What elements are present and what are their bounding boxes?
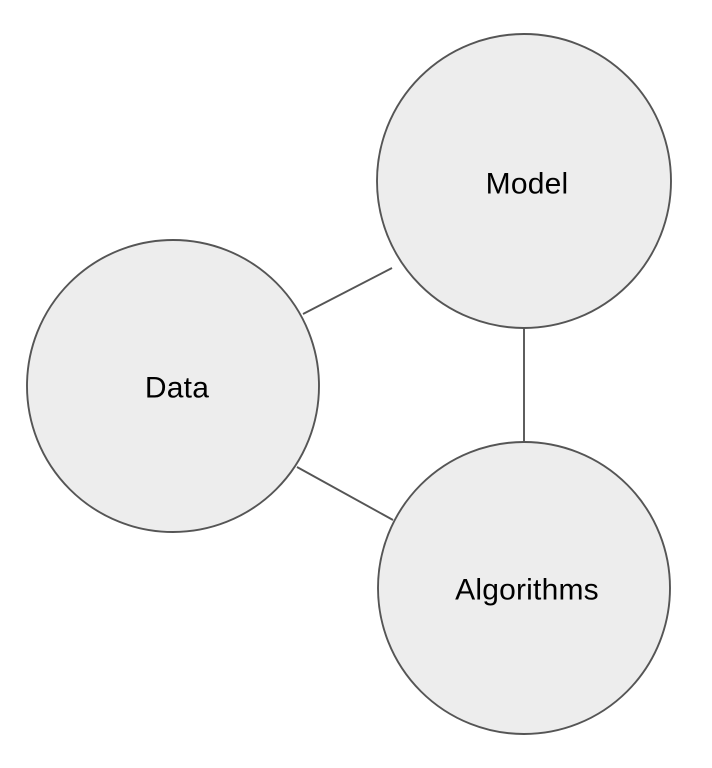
node-data[interactable]: Data (26, 239, 320, 533)
edge-group (296, 267, 525, 521)
node-model[interactable]: Model (376, 33, 672, 329)
edge-data-model[interactable] (302, 267, 393, 315)
node-algorithms-circle[interactable] (377, 441, 671, 735)
node-model-label: Model (486, 168, 569, 201)
node-data-circle[interactable] (26, 239, 320, 533)
node-model-circle[interactable] (376, 33, 672, 329)
node-data-label: Data (145, 372, 209, 405)
node-algorithms-label: Algorithms (455, 574, 599, 607)
node-algorithms[interactable]: Algorithms (377, 441, 671, 735)
edge-data-algorithms[interactable] (296, 466, 394, 521)
